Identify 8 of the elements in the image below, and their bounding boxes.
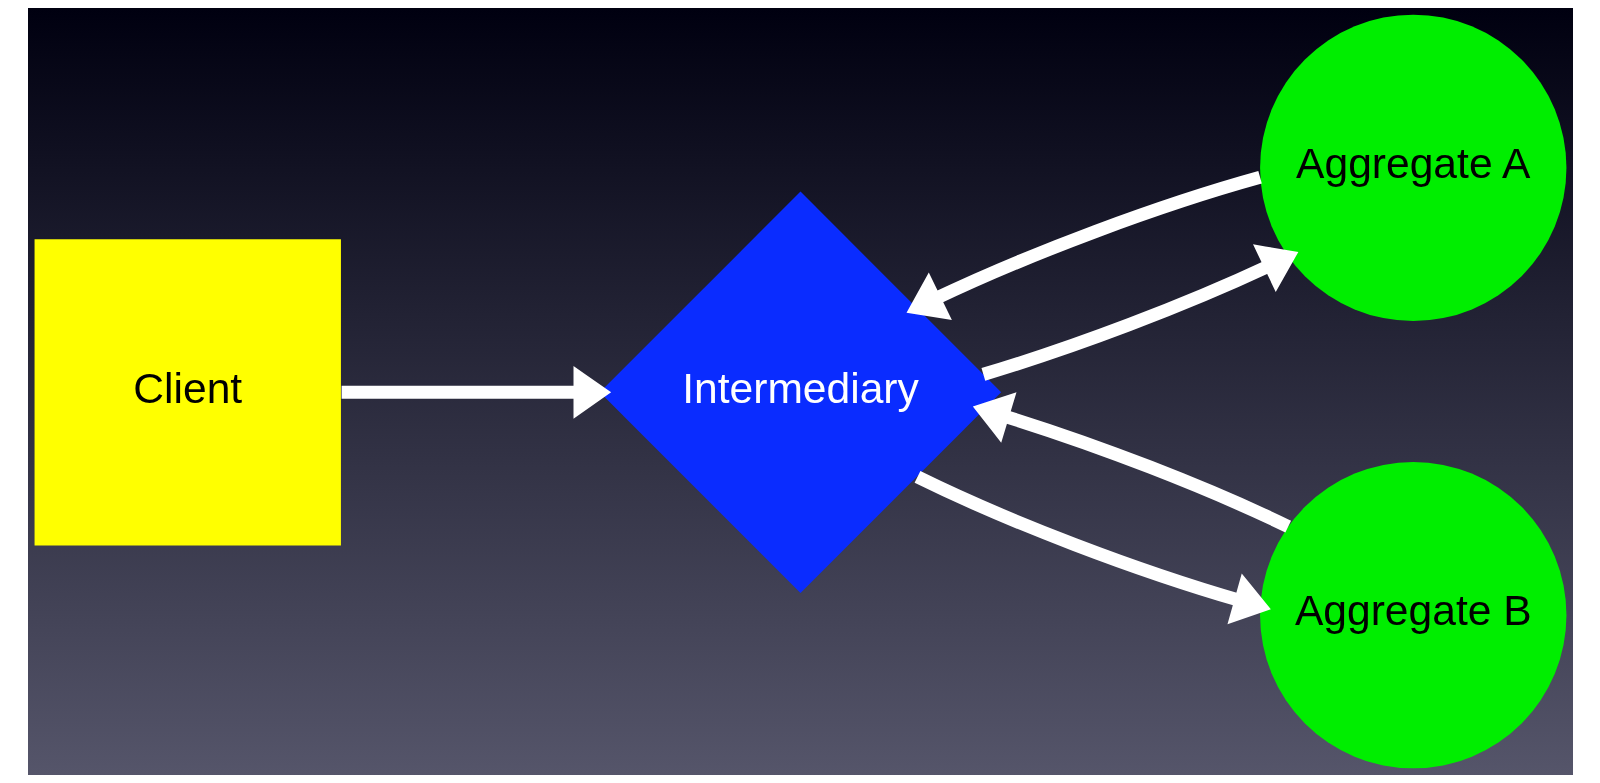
arrow [914,471,1271,625]
node-circle: Aggregate A [1259,14,1566,322]
arrow [341,365,611,419]
node-circle: Aggregate B [1259,461,1566,769]
arrow [906,170,1262,320]
arrow [972,392,1291,533]
node-box: Client [34,239,341,546]
arrow [980,244,1298,381]
